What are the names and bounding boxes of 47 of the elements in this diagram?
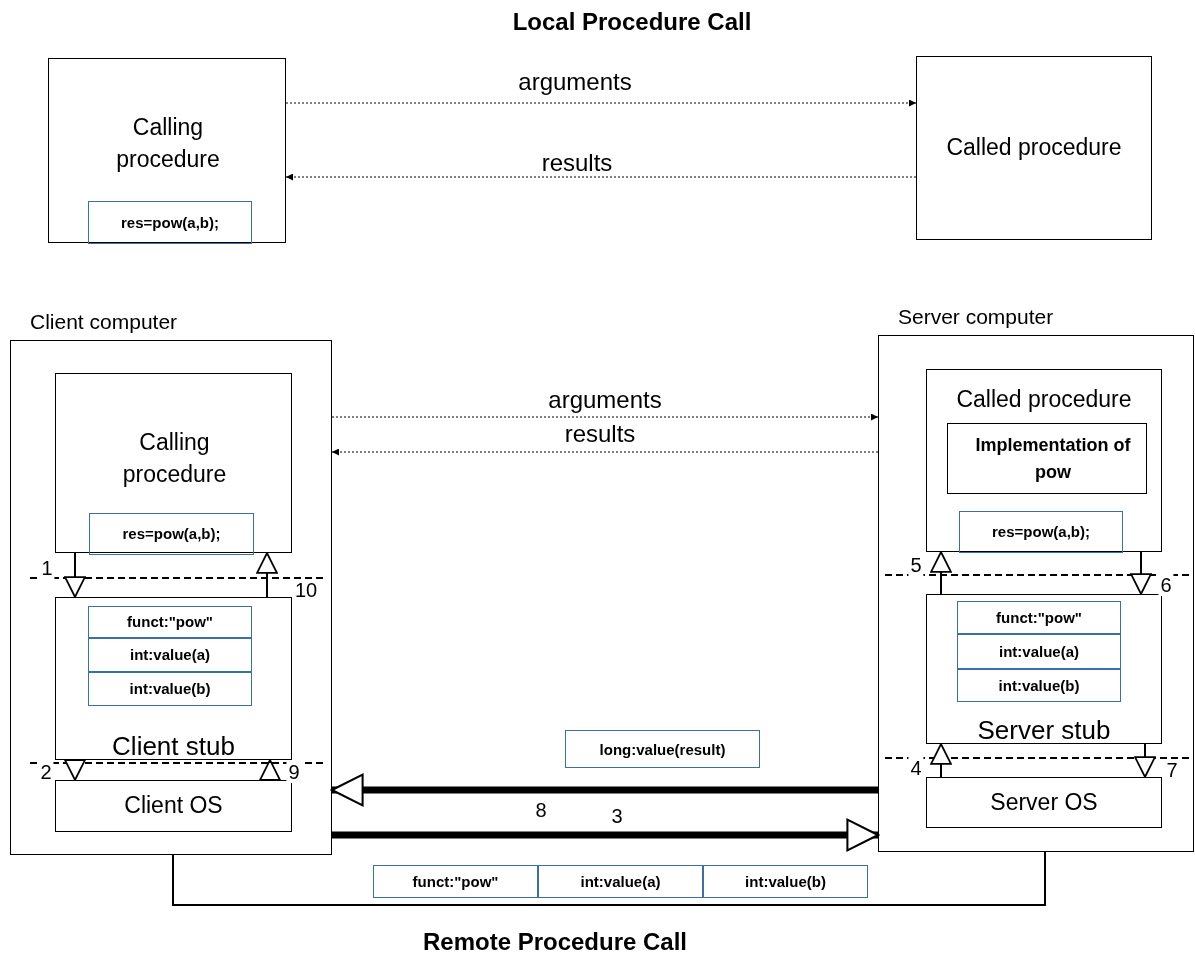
step-number: 6: [1158, 574, 1174, 596]
computer-heading: Client computer: [30, 310, 178, 334]
procedure-box: [926, 369, 1162, 552]
dotted-arrow: [285, 173, 917, 181]
message-field: long:value(result): [565, 730, 760, 768]
dotted-arrow: [331, 413, 879, 421]
hollow-arrow: [930, 743, 952, 778]
stub-box: [926, 594, 1162, 744]
os-box: Server OS: [926, 777, 1162, 828]
box-title: Client stub: [111, 730, 236, 762]
box-title: Calling procedure: [121, 428, 228, 490]
os-box: Client OS: [55, 780, 292, 832]
code-field: res=pow(a,b);: [959, 511, 1123, 553]
message-field: int:value(a): [957, 634, 1121, 669]
procedure-box: [55, 373, 292, 553]
code-field: res=pow(a,b);: [89, 513, 254, 555]
dotted-arrow: [331, 448, 879, 456]
message-field: int:value(b): [703, 865, 868, 898]
procedure-box: [48, 58, 286, 243]
procedure-box: Called procedure: [916, 56, 1152, 240]
box-title: Server stub: [976, 714, 1112, 746]
computer-heading: Server computer: [898, 305, 1054, 329]
step-number: 9: [286, 761, 302, 783]
diagram-title: Local Procedure Call: [512, 8, 752, 36]
hollow-arrow: [64, 759, 86, 781]
hollow-arrow: [930, 551, 952, 595]
message-field: int:value(a): [88, 638, 252, 672]
hollow-arrow: [1130, 551, 1152, 595]
box-title: Calling procedure: [115, 113, 221, 175]
dotted-arrow: [285, 99, 917, 107]
stub-box: [55, 597, 292, 760]
hollow-arrow: [1134, 743, 1156, 778]
code-field: res=pow(a,b);: [88, 201, 252, 244]
diagram-caption: Remote Procedure Call: [422, 928, 688, 956]
message-field: funct:"pow": [88, 606, 252, 638]
message-field: funct:"pow": [373, 865, 538, 898]
connector-line: [172, 851, 1046, 906]
hollow-arrow: [259, 759, 281, 781]
block-arrow: [331, 773, 878, 807]
hollow-arrow: [64, 552, 86, 598]
message-field: int:value(b): [88, 672, 252, 706]
message-field: int:value(b): [957, 669, 1121, 702]
hollow-arrow: [256, 552, 278, 598]
message-field: int:value(a): [538, 865, 703, 898]
box-title: Called procedure: [955, 386, 1133, 414]
message-field: funct:"pow": [957, 601, 1121, 634]
implementation-box: Implementation of pow: [947, 423, 1147, 494]
